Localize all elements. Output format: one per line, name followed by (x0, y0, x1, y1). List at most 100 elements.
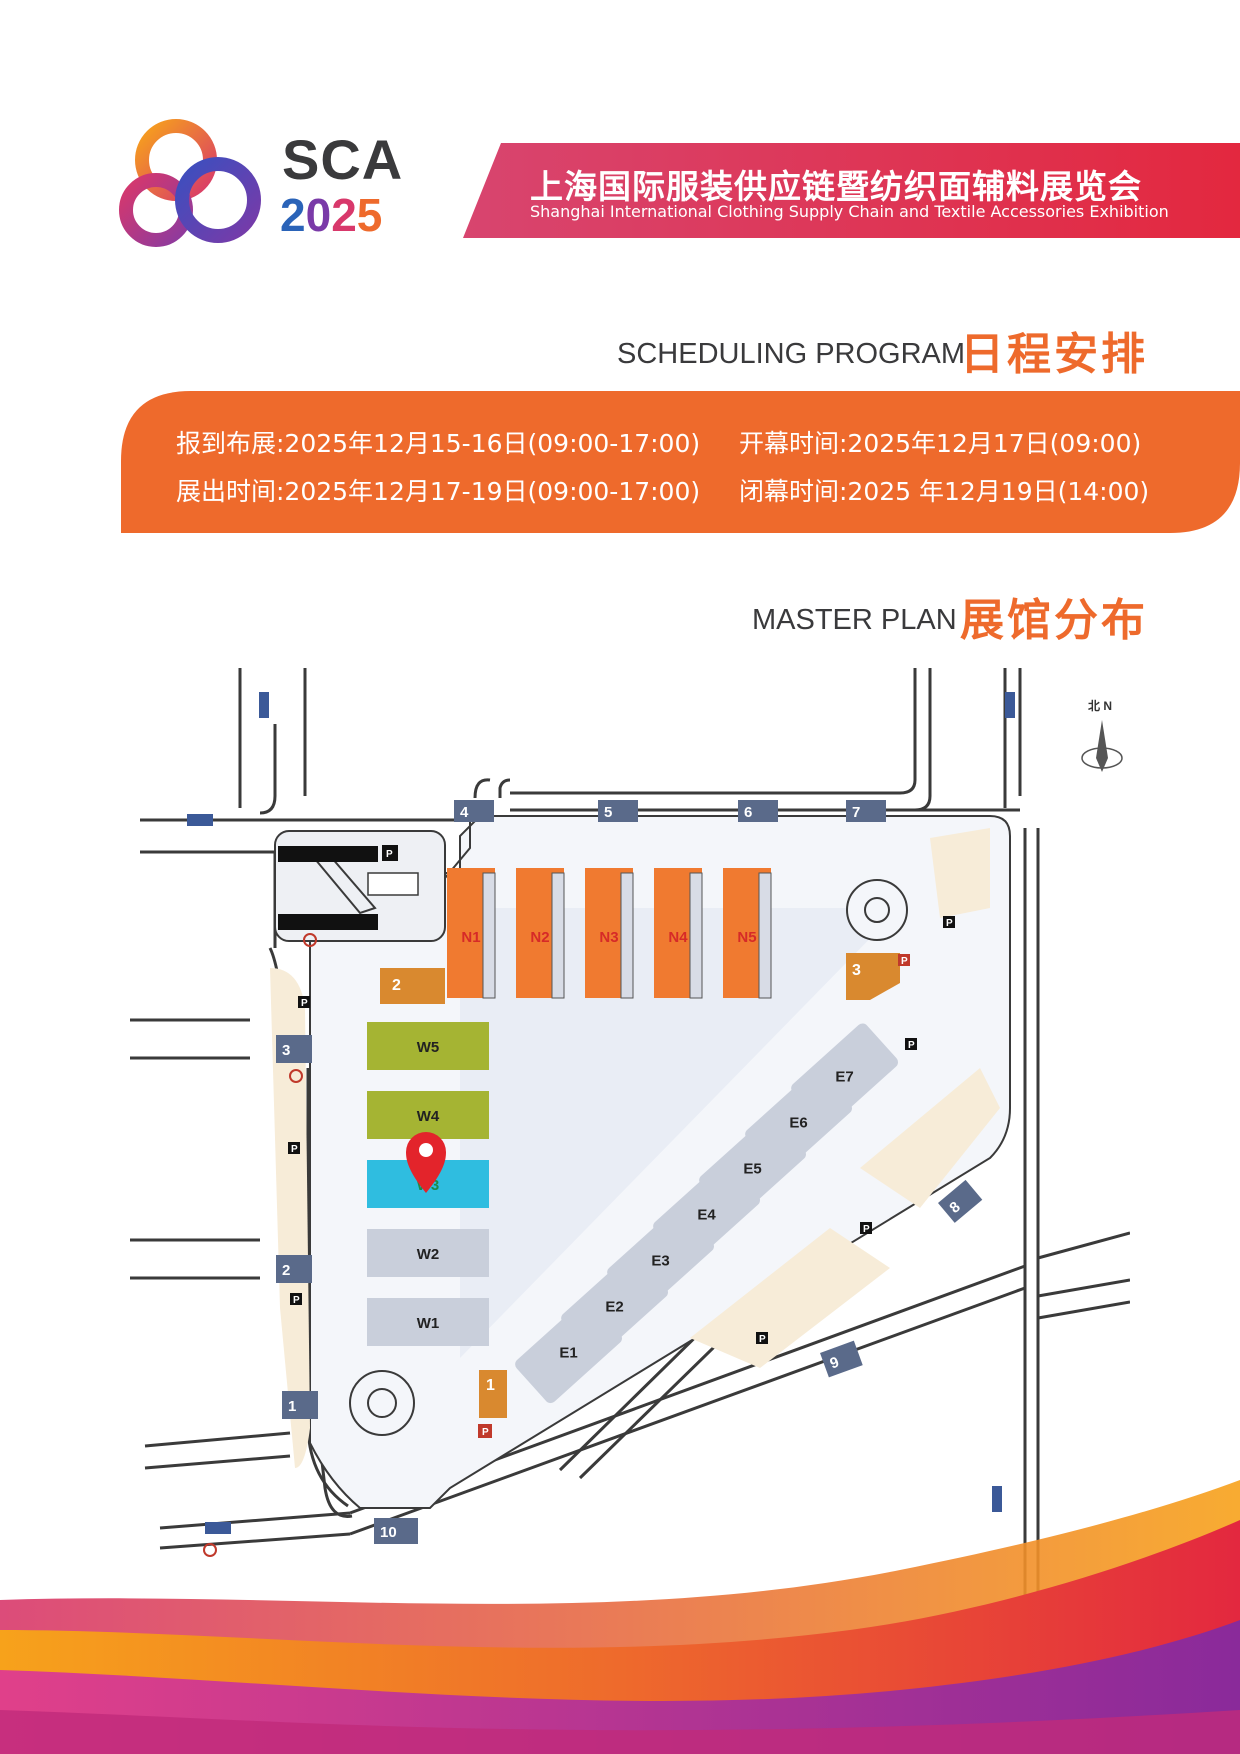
plan-heading-en: MASTER PLAN (752, 604, 957, 636)
gate-label: 1 (288, 1398, 296, 1415)
parking-icon: P (288, 1142, 300, 1155)
logo-year-digit: 2 (331, 189, 357, 241)
hall-label: E5 (743, 1160, 761, 1177)
entrance-label: 2 (392, 977, 401, 994)
entrances: 2 3 1 (380, 953, 900, 1418)
logo-year-digit: 0 (305, 189, 332, 241)
direction-sign-icon (992, 1486, 1002, 1512)
schedule-heading-en: SCHEDULING PROGRAM (617, 338, 966, 370)
parking-icon: P (298, 996, 310, 1009)
hall-w5 (367, 1022, 489, 1070)
logo-year: 2025 (280, 192, 382, 238)
parking-label: P (482, 1427, 489, 1438)
schedule-setup: 报到布展:2025年12月15-16日(09:00-17:00) (176, 429, 701, 458)
gate-1: 1 (282, 1391, 318, 1419)
gate-10: 10 (374, 1518, 418, 1544)
gate-8: 8 (938, 1179, 983, 1223)
hall-label: W4 (417, 1108, 440, 1125)
west-halls: W5 W4 W3 W2 W1 (367, 1022, 489, 1346)
plaza-areas (270, 828, 1000, 1468)
hall-label: E6 (789, 1114, 807, 1131)
hall-w2 (367, 1229, 489, 1277)
hall-label: N3 (599, 929, 618, 946)
gate-label: 3 (282, 1042, 290, 1059)
hall-label: W5 (417, 1039, 440, 1056)
hall-w4 (367, 1091, 489, 1139)
gate-4: 4 (454, 800, 494, 822)
gates: 3 2 1 4 5 6 7 8 9 10 (276, 800, 983, 1544)
parking-icon: P (943, 916, 955, 929)
entrance-label: 1 (486, 1377, 495, 1394)
parking-label: P (291, 1144, 298, 1155)
hall-label: E7 (835, 1068, 853, 1085)
entrance-2 (380, 968, 445, 1004)
direction-sign-icon (187, 814, 213, 826)
metro-icon (303, 933, 317, 947)
venue-map: N1 N2 N3 N4 N5 W5 W4 W3 W2 W1 E1 E2 E3 E… (130, 668, 1130, 1598)
logo-year-digit: 5 (356, 189, 383, 241)
location-pin-icon (406, 1132, 446, 1193)
parking-label: P (863, 1224, 870, 1235)
event-title-cn: 上海国际服装供应链暨纺织面辅料展览会 (530, 167, 1142, 206)
parking-icon: P (382, 845, 398, 861)
logo-year-digit: 2 (280, 189, 306, 241)
gate-label: 2 (282, 1262, 290, 1279)
hall-label: N2 (530, 929, 549, 946)
decorative-wave (0, 1480, 1240, 1754)
entrance-1 (479, 1370, 507, 1418)
compass-icon: 北 N (1081, 698, 1123, 772)
direction-sign-icon (205, 1522, 231, 1534)
metro-icon (289, 1069, 303, 1083)
parking-icon: P (478, 1424, 492, 1438)
hall-e7 (791, 1023, 898, 1128)
metro-icon (203, 1543, 217, 1557)
schedule-closing: 闭幕时间:2025 年12月19日(14:00) (739, 477, 1150, 506)
hall-label: N4 (668, 929, 688, 946)
direction-sign-icon (1005, 692, 1015, 718)
gate-6: 6 (738, 800, 778, 822)
schedule-heading-cn: 日程安排 (960, 329, 1148, 380)
hall-label: N1 (461, 929, 480, 946)
parking-label: P (293, 1295, 300, 1306)
gate-label: 10 (380, 1524, 397, 1541)
hall-w1 (367, 1298, 489, 1346)
gate-label: 7 (852, 804, 860, 821)
parking-icon: P (290, 1293, 302, 1306)
event-title-en: Shanghai International Clothing Supply C… (530, 202, 1169, 221)
gate-label: 5 (604, 804, 612, 821)
parking-label: P (901, 956, 908, 967)
parking-label: P (301, 998, 308, 1009)
parking-icon: P (898, 954, 910, 967)
gate-label: 4 (460, 804, 469, 821)
plan-heading-cn: 展馆分布 (960, 595, 1148, 646)
gate-7: 7 (846, 800, 886, 822)
sca-logo-icon (119, 119, 261, 247)
schedule-band (121, 391, 1240, 533)
entrance-3 (846, 953, 900, 1000)
road-signs (187, 692, 1015, 1534)
entrance-label: 3 (852, 962, 861, 979)
gate-9: 9 (820, 1340, 863, 1378)
parking-label: P (908, 1040, 915, 1051)
hall-label: E3 (651, 1252, 669, 1269)
direction-sign-icon (259, 692, 269, 718)
hall-label: N5 (737, 929, 756, 946)
schedule-opening: 开幕时间:2025年12月17日(09:00) (739, 429, 1142, 458)
compass-label: 北 N (1088, 698, 1112, 713)
parking-icon: P (756, 1332, 768, 1345)
east-halls: E1 E2 E3 E4 E5 E6 E7 (515, 1023, 898, 1404)
hall-label: E2 (605, 1298, 623, 1315)
parking-label: P (759, 1334, 766, 1345)
logo-wordmark: SCA (282, 128, 404, 191)
parking-icon: P (905, 1038, 917, 1051)
parking-label: P (386, 849, 393, 860)
hall-label: E1 (559, 1344, 577, 1361)
parking-markers: P P P P P P P P P P (288, 845, 955, 1438)
parking-icon: P (860, 1222, 872, 1235)
gate-label: 6 (744, 804, 752, 821)
title-banner (463, 143, 1240, 238)
hall-label: W2 (417, 1246, 440, 1263)
gate-3: 3 (276, 1035, 312, 1063)
schedule-exhibition: 展出时间:2025年12月17-19日(09:00-17:00) (176, 477, 701, 506)
hall-label: E4 (697, 1206, 716, 1223)
